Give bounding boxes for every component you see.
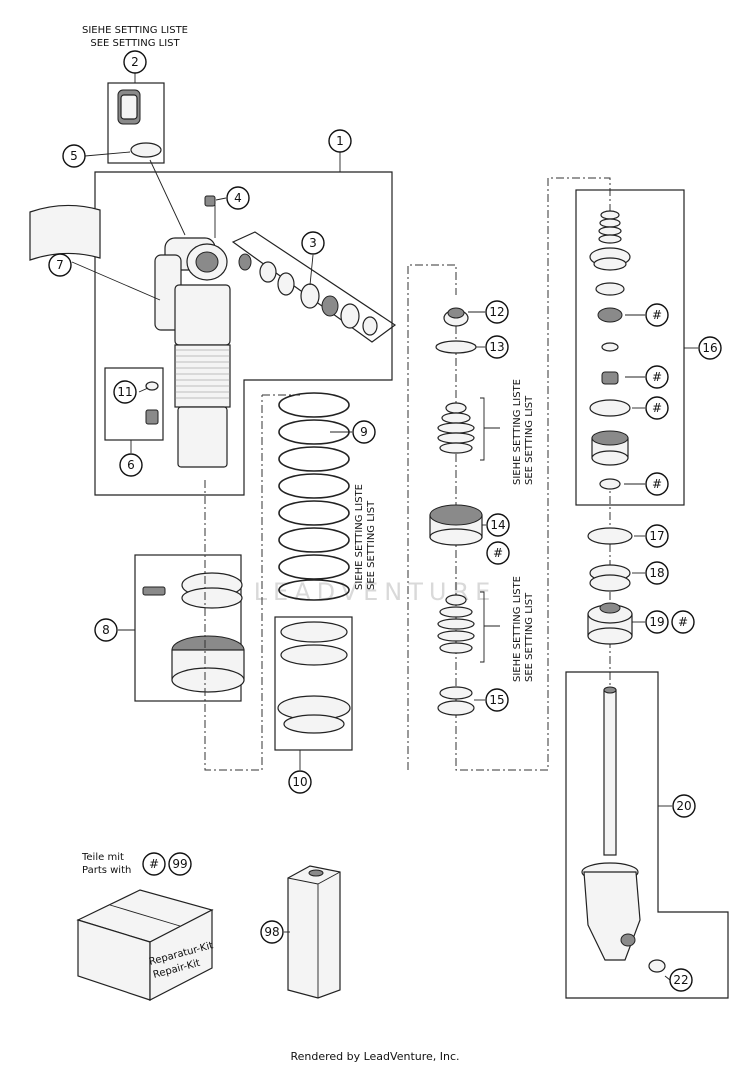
- note-spring-de: SIEHE SETTING LISTE: [354, 484, 365, 590]
- svg-text:3: 3: [309, 236, 317, 250]
- callout-6: 6: [119, 453, 143, 477]
- dashline-main: [204, 395, 263, 771]
- seal-kit-plate: [231, 231, 397, 343]
- footer-credit: Rendered by LeadVenture, Inc.: [290, 1050, 460, 1063]
- note-stack-upper-de: SIEHE SETTING LISTE: [512, 379, 523, 485]
- callout-16-hash-2: #: [645, 365, 669, 389]
- svg-text:#: #: [149, 857, 159, 871]
- callout-19: 19: [645, 610, 669, 634]
- callout-4: 4: [226, 186, 250, 210]
- callout-19-hash: #: [671, 610, 695, 634]
- callout-hash-legend: #: [142, 852, 166, 876]
- callout-99: 99: [168, 852, 192, 876]
- compression-valve-parts: [589, 210, 631, 490]
- spring-seat-frame: [274, 616, 353, 751]
- svg-text:#: #: [652, 308, 662, 322]
- shock-body-frame: [94, 171, 393, 496]
- svg-text:14: 14: [490, 518, 505, 532]
- svg-text:8: 8: [102, 623, 110, 637]
- note-parts-with-de: Teile mit: [81, 852, 124, 863]
- callout-2: 2: [123, 50, 147, 74]
- svg-text:#: #: [652, 477, 662, 491]
- coil-spring: [278, 392, 350, 601]
- callout-16-hash-4: #: [645, 472, 669, 496]
- callout-8: 8: [94, 618, 118, 642]
- shock-body: [154, 195, 231, 468]
- callout-15: 15: [485, 688, 509, 712]
- callout-18: 18: [645, 561, 669, 585]
- note-stack-upper-en: SEE SETTING LIST: [524, 395, 535, 485]
- callout-14-hash: #: [486, 541, 510, 565]
- svg-text:2: 2: [131, 55, 139, 69]
- callout-22: 22: [669, 968, 693, 992]
- piston-rod-frame: [565, 671, 729, 999]
- callout-9: 9: [352, 420, 376, 444]
- note-spring-en: SEE SETTING LIST: [366, 500, 377, 590]
- callout-14: 14: [486, 513, 510, 537]
- compression-valve-frame: [575, 189, 685, 506]
- note-parts-with-en: Parts with: [82, 865, 131, 876]
- shim-stack: [429, 307, 483, 716]
- note-stack-lower-en: SEE SETTING LIST: [524, 592, 535, 682]
- svg-text:19: 19: [649, 615, 664, 629]
- callout-1: 1: [328, 129, 352, 153]
- callout-16-hash-3: #: [645, 396, 669, 420]
- callout-98: 98: [260, 920, 284, 944]
- svg-text:#: #: [678, 615, 688, 629]
- svg-text:98: 98: [264, 925, 279, 939]
- callout-12: 12: [485, 300, 509, 324]
- callout-20: 20: [672, 794, 696, 818]
- svg-text:11: 11: [117, 385, 132, 399]
- dashline-stack: [407, 264, 457, 770]
- callout-3: 3: [301, 231, 325, 255]
- svg-text:99: 99: [172, 857, 187, 871]
- note-top-en: SEE SETTING LIST: [90, 38, 180, 49]
- svg-text:18: 18: [649, 566, 664, 580]
- callout-10: 10: [288, 770, 312, 794]
- heat-shield: [29, 204, 101, 261]
- callout-16: 16: [698, 336, 722, 360]
- svg-text:17: 17: [649, 529, 664, 543]
- svg-text:7: 7: [56, 258, 64, 272]
- svg-text:22: 22: [673, 973, 688, 987]
- callout-5: 5: [62, 144, 86, 168]
- svg-text:#: #: [493, 546, 503, 560]
- callout-11: 11: [113, 380, 137, 404]
- callout-13: 13: [485, 335, 509, 359]
- callout-7: 7: [48, 253, 72, 277]
- oil-can: [287, 865, 341, 999]
- svg-text:#: #: [652, 401, 662, 415]
- callout-17: 17: [645, 524, 669, 548]
- callout-16-hash-1: #: [645, 303, 669, 327]
- svg-text:20: 20: [676, 799, 691, 813]
- preload-collar-frame: [134, 554, 242, 702]
- svg-text:6: 6: [127, 458, 135, 472]
- svg-text:12: 12: [489, 305, 504, 319]
- svg-text:4: 4: [234, 191, 242, 205]
- bleed-screw-frame: [104, 367, 164, 441]
- svg-text:5: 5: [70, 149, 78, 163]
- svg-text:16: 16: [702, 341, 717, 355]
- svg-text:15: 15: [489, 693, 504, 707]
- svg-text:13: 13: [489, 340, 504, 354]
- note-stack-lower-de: SIEHE SETTING LISTE: [512, 576, 523, 682]
- note-top-de: SIEHE SETTING LISTE: [82, 25, 188, 36]
- svg-text:#: #: [652, 370, 662, 384]
- piston-rod: [581, 686, 666, 973]
- svg-text:9: 9: [360, 425, 368, 439]
- svg-text:10: 10: [292, 775, 307, 789]
- svg-text:1: 1: [336, 134, 344, 148]
- adjuster-group: [107, 82, 165, 164]
- snap-ring: [587, 527, 633, 545]
- repair-kit-box: [76, 889, 214, 1001]
